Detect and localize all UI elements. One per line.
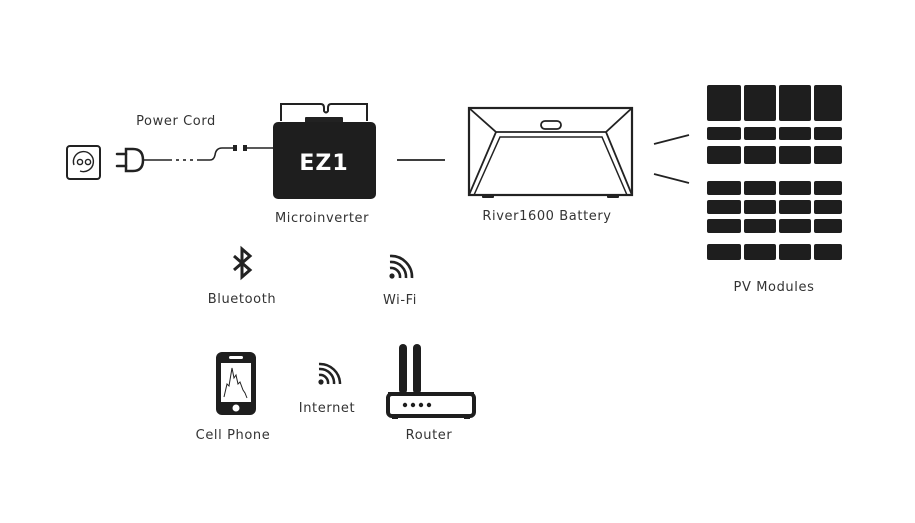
solar-cell — [779, 181, 811, 195]
ez1-badge: EZ1 — [299, 151, 348, 176]
solar-cell — [707, 127, 741, 140]
router-label: Router — [405, 428, 453, 443]
power-cord-label: Power Cord — [136, 114, 216, 129]
solar-cell — [744, 181, 776, 195]
battery-icon — [467, 106, 634, 198]
connection-line — [653, 173, 690, 184]
solar-cell — [779, 85, 811, 121]
power-cord-line — [143, 145, 273, 161]
plug-icon — [115, 147, 145, 173]
solar-cell — [779, 146, 811, 164]
solar-cell — [814, 181, 842, 195]
solar-cell — [814, 219, 842, 233]
solar-cell — [779, 219, 811, 233]
solar-cell — [707, 146, 741, 164]
router-icon — [386, 344, 476, 419]
solar-cell — [779, 244, 811, 260]
solar-cell — [814, 85, 842, 121]
solar-cell — [744, 146, 776, 164]
wifi-icon — [318, 362, 342, 385]
solar-cell — [814, 244, 842, 260]
bluetooth-label: Bluetooth — [207, 292, 277, 307]
solar-cell — [814, 127, 842, 140]
solar-cell — [744, 219, 776, 233]
solar-cell — [707, 85, 741, 121]
smartphone-icon — [216, 352, 256, 415]
pv-modules-label: PV Modules — [733, 280, 815, 295]
battery-label: River1600 Battery — [482, 209, 612, 224]
solar-cell — [744, 244, 776, 260]
internet-label: Internet — [298, 401, 356, 416]
wifi-icon — [389, 254, 414, 279]
solar-panel-icon — [707, 85, 842, 260]
solar-cell — [779, 200, 811, 214]
solar-cell — [779, 127, 811, 140]
bluetooth-icon — [233, 245, 253, 281]
solar-cell — [744, 200, 776, 214]
wall-socket-icon — [66, 145, 101, 180]
solar-cell — [707, 181, 741, 195]
solar-cell — [814, 146, 842, 164]
solar-cell — [707, 244, 741, 260]
microinverter-label: Microinverter — [274, 211, 370, 226]
solar-cell — [707, 200, 741, 214]
solar-cell — [814, 200, 842, 214]
solar-cell — [707, 219, 741, 233]
wifi-label: Wi-Fi — [382, 293, 418, 308]
solar-cell — [744, 85, 776, 121]
connection-line — [653, 134, 690, 145]
cell-phone-label: Cell Phone — [195, 428, 271, 443]
solar-cell — [744, 127, 776, 140]
microinverter-icon: EZ1 — [273, 103, 376, 199]
